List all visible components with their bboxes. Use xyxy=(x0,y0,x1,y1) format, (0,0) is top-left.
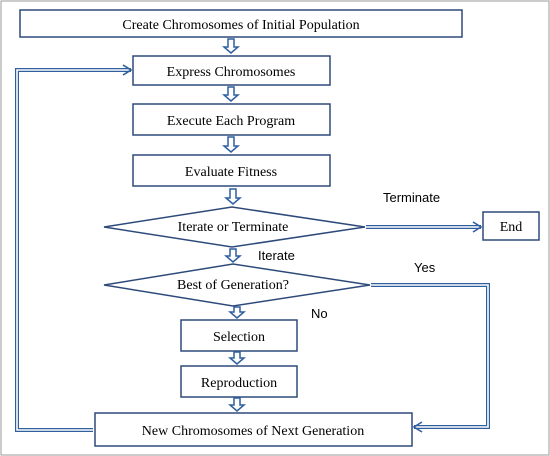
arrow-express-to-execute xyxy=(221,86,241,102)
node-end-label: End xyxy=(500,220,523,235)
arrow-iterate-to-best xyxy=(223,248,243,263)
node-reproduction-label: Reproduction xyxy=(201,376,277,391)
edge-label-iterate: Iterate xyxy=(258,248,295,263)
arrow-evaluate-to-iterate xyxy=(223,188,243,205)
node-express-label: Express Chromosomes xyxy=(167,65,296,80)
node-iterate-decision: Iterate or Terminate xyxy=(103,206,366,248)
node-iterate-decision-label: Iterate or Terminate xyxy=(178,220,289,235)
arrow-create-to-express xyxy=(221,38,241,54)
node-selection-label: Selection xyxy=(213,330,265,345)
node-reproduction: Reproduction xyxy=(180,365,298,398)
node-selection: Selection xyxy=(180,319,298,352)
node-execute-label: Execute Each Program xyxy=(167,114,295,129)
edge-label-terminate: Terminate xyxy=(383,190,440,205)
node-execute: Execute Each Program xyxy=(132,103,331,136)
node-create: Create Chromosomes of Initial Population xyxy=(19,9,463,38)
node-new-generation-label: New Chromosomes of Next Generation xyxy=(142,424,364,439)
node-evaluate: Evaluate Fitness xyxy=(132,154,331,187)
node-evaluate-label: Evaluate Fitness xyxy=(185,165,277,180)
arrow-terminate-to-end xyxy=(366,221,483,233)
edge-label-no: No xyxy=(311,306,328,321)
node-end: End xyxy=(482,211,540,241)
arrow-selection-to-reproduction xyxy=(227,351,247,365)
edge-label-yes: Yes xyxy=(414,260,436,275)
arrow-yes-to-new-generation xyxy=(371,283,490,433)
arrow-execute-to-evaluate xyxy=(221,136,241,153)
arrow-best-to-selection xyxy=(227,306,247,319)
node-express: Express Chromosomes xyxy=(132,55,331,86)
node-create-label: Create Chromosomes of Initial Population xyxy=(122,18,359,33)
arrow-reproduction-to-new-generation xyxy=(227,397,247,412)
node-best-decision: Best of Generation? xyxy=(103,263,371,307)
arrow-loop-to-express xyxy=(15,64,133,432)
node-best-decision-label: Best of Generation? xyxy=(177,278,289,293)
node-new-generation: New Chromosomes of Next Generation xyxy=(94,412,413,447)
arrows-layer xyxy=(15,38,490,433)
